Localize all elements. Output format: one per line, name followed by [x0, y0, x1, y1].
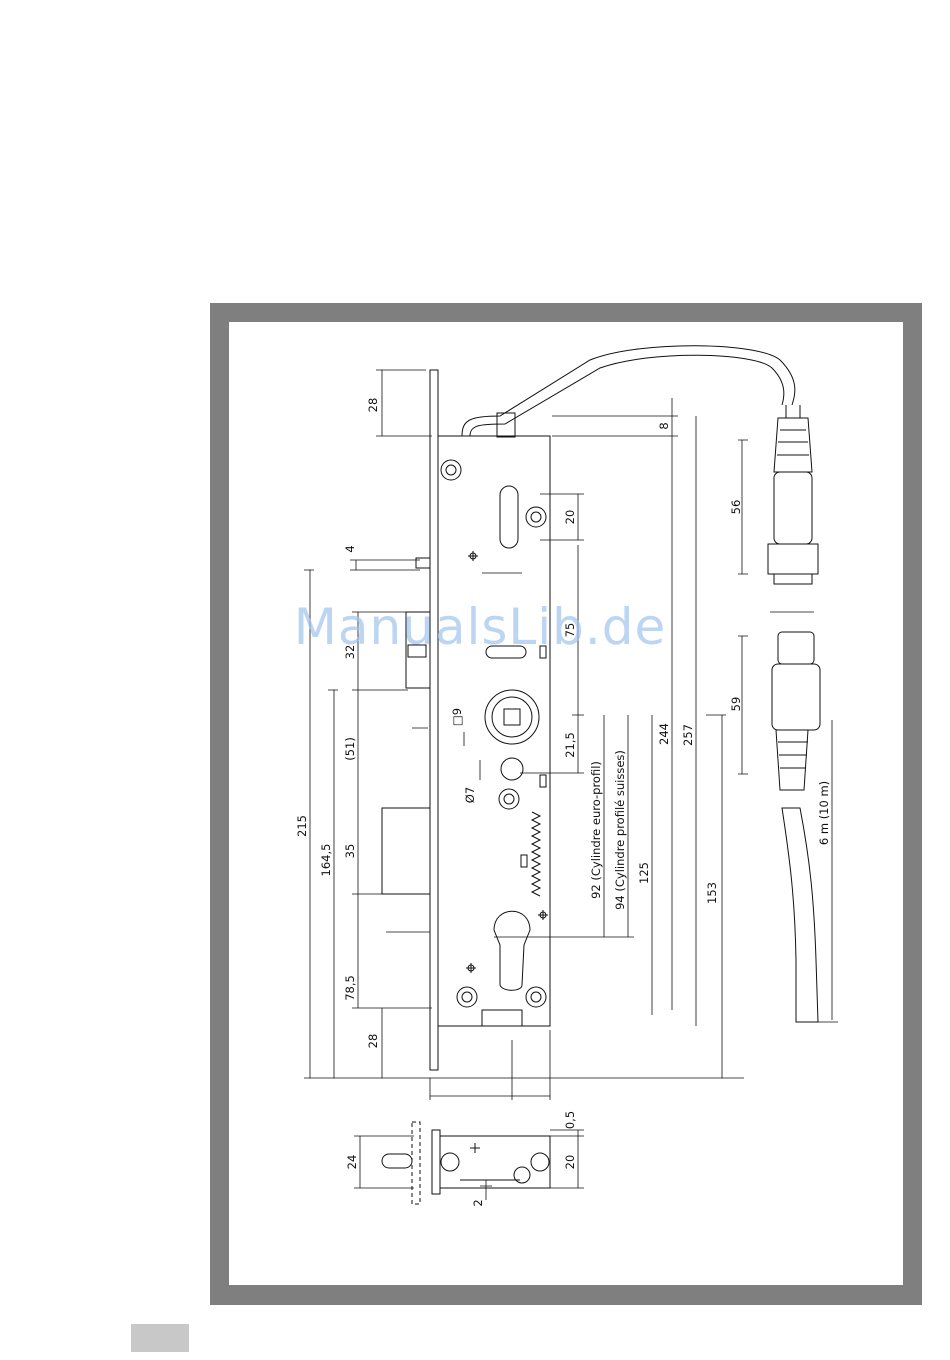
- dim-78-5: 78,5: [343, 975, 357, 1001]
- section-view: [382, 1122, 550, 1204]
- slot: [500, 486, 518, 548]
- cylinder-cutout: [494, 911, 530, 990]
- dim-153: 153: [705, 882, 719, 904]
- screw: [441, 460, 461, 480]
- bolt: [382, 808, 430, 894]
- dim-21-5: 21,5: [563, 732, 577, 758]
- dim-7: Ø7: [463, 787, 477, 803]
- dim-4: 4: [343, 545, 357, 552]
- dim-164-5: 164,5: [319, 844, 333, 877]
- dim-0-5: 0,5: [563, 1111, 577, 1129]
- follower: [485, 690, 539, 744]
- screw: [457, 987, 477, 1007]
- lock-case: [438, 436, 550, 1026]
- dim-244: 244: [657, 723, 671, 745]
- dim-125: 125: [637, 862, 651, 884]
- dim-28-top: 28: [366, 398, 380, 413]
- page-tab: [131, 1324, 189, 1352]
- screw: [526, 987, 546, 1007]
- dim-215: 215: [295, 815, 309, 837]
- dim-square-9: □9: [450, 708, 464, 726]
- watermark: ManualsLib.de: [290, 598, 670, 656]
- dim-2: 2: [471, 1199, 485, 1206]
- cable-end: [782, 808, 818, 1022]
- dim-56: 56: [729, 500, 743, 515]
- connector: [768, 405, 820, 790]
- dim-59: 59: [729, 697, 743, 712]
- screw: [499, 789, 519, 809]
- spring: [532, 812, 540, 896]
- dim-20-b: 20: [563, 1155, 577, 1170]
- screw: [526, 507, 546, 527]
- dim-35: 35: [343, 844, 357, 859]
- dim-24: 24: [345, 1155, 359, 1170]
- dim-257: 257: [681, 724, 695, 746]
- dim-20-a: 20: [563, 510, 577, 525]
- cable: [462, 346, 795, 436]
- dim-51: (51): [343, 737, 357, 761]
- dim-8: 8: [657, 422, 671, 429]
- dim-6m: 6 m (10 m): [817, 781, 831, 845]
- dim-92: 92 (Cylindre euro-profil): [589, 761, 603, 899]
- faceplate: [430, 370, 438, 1070]
- dim-28-bottom: 28: [366, 1034, 380, 1049]
- dim-94: 94 (Cylindre profilé suisses): [613, 750, 627, 910]
